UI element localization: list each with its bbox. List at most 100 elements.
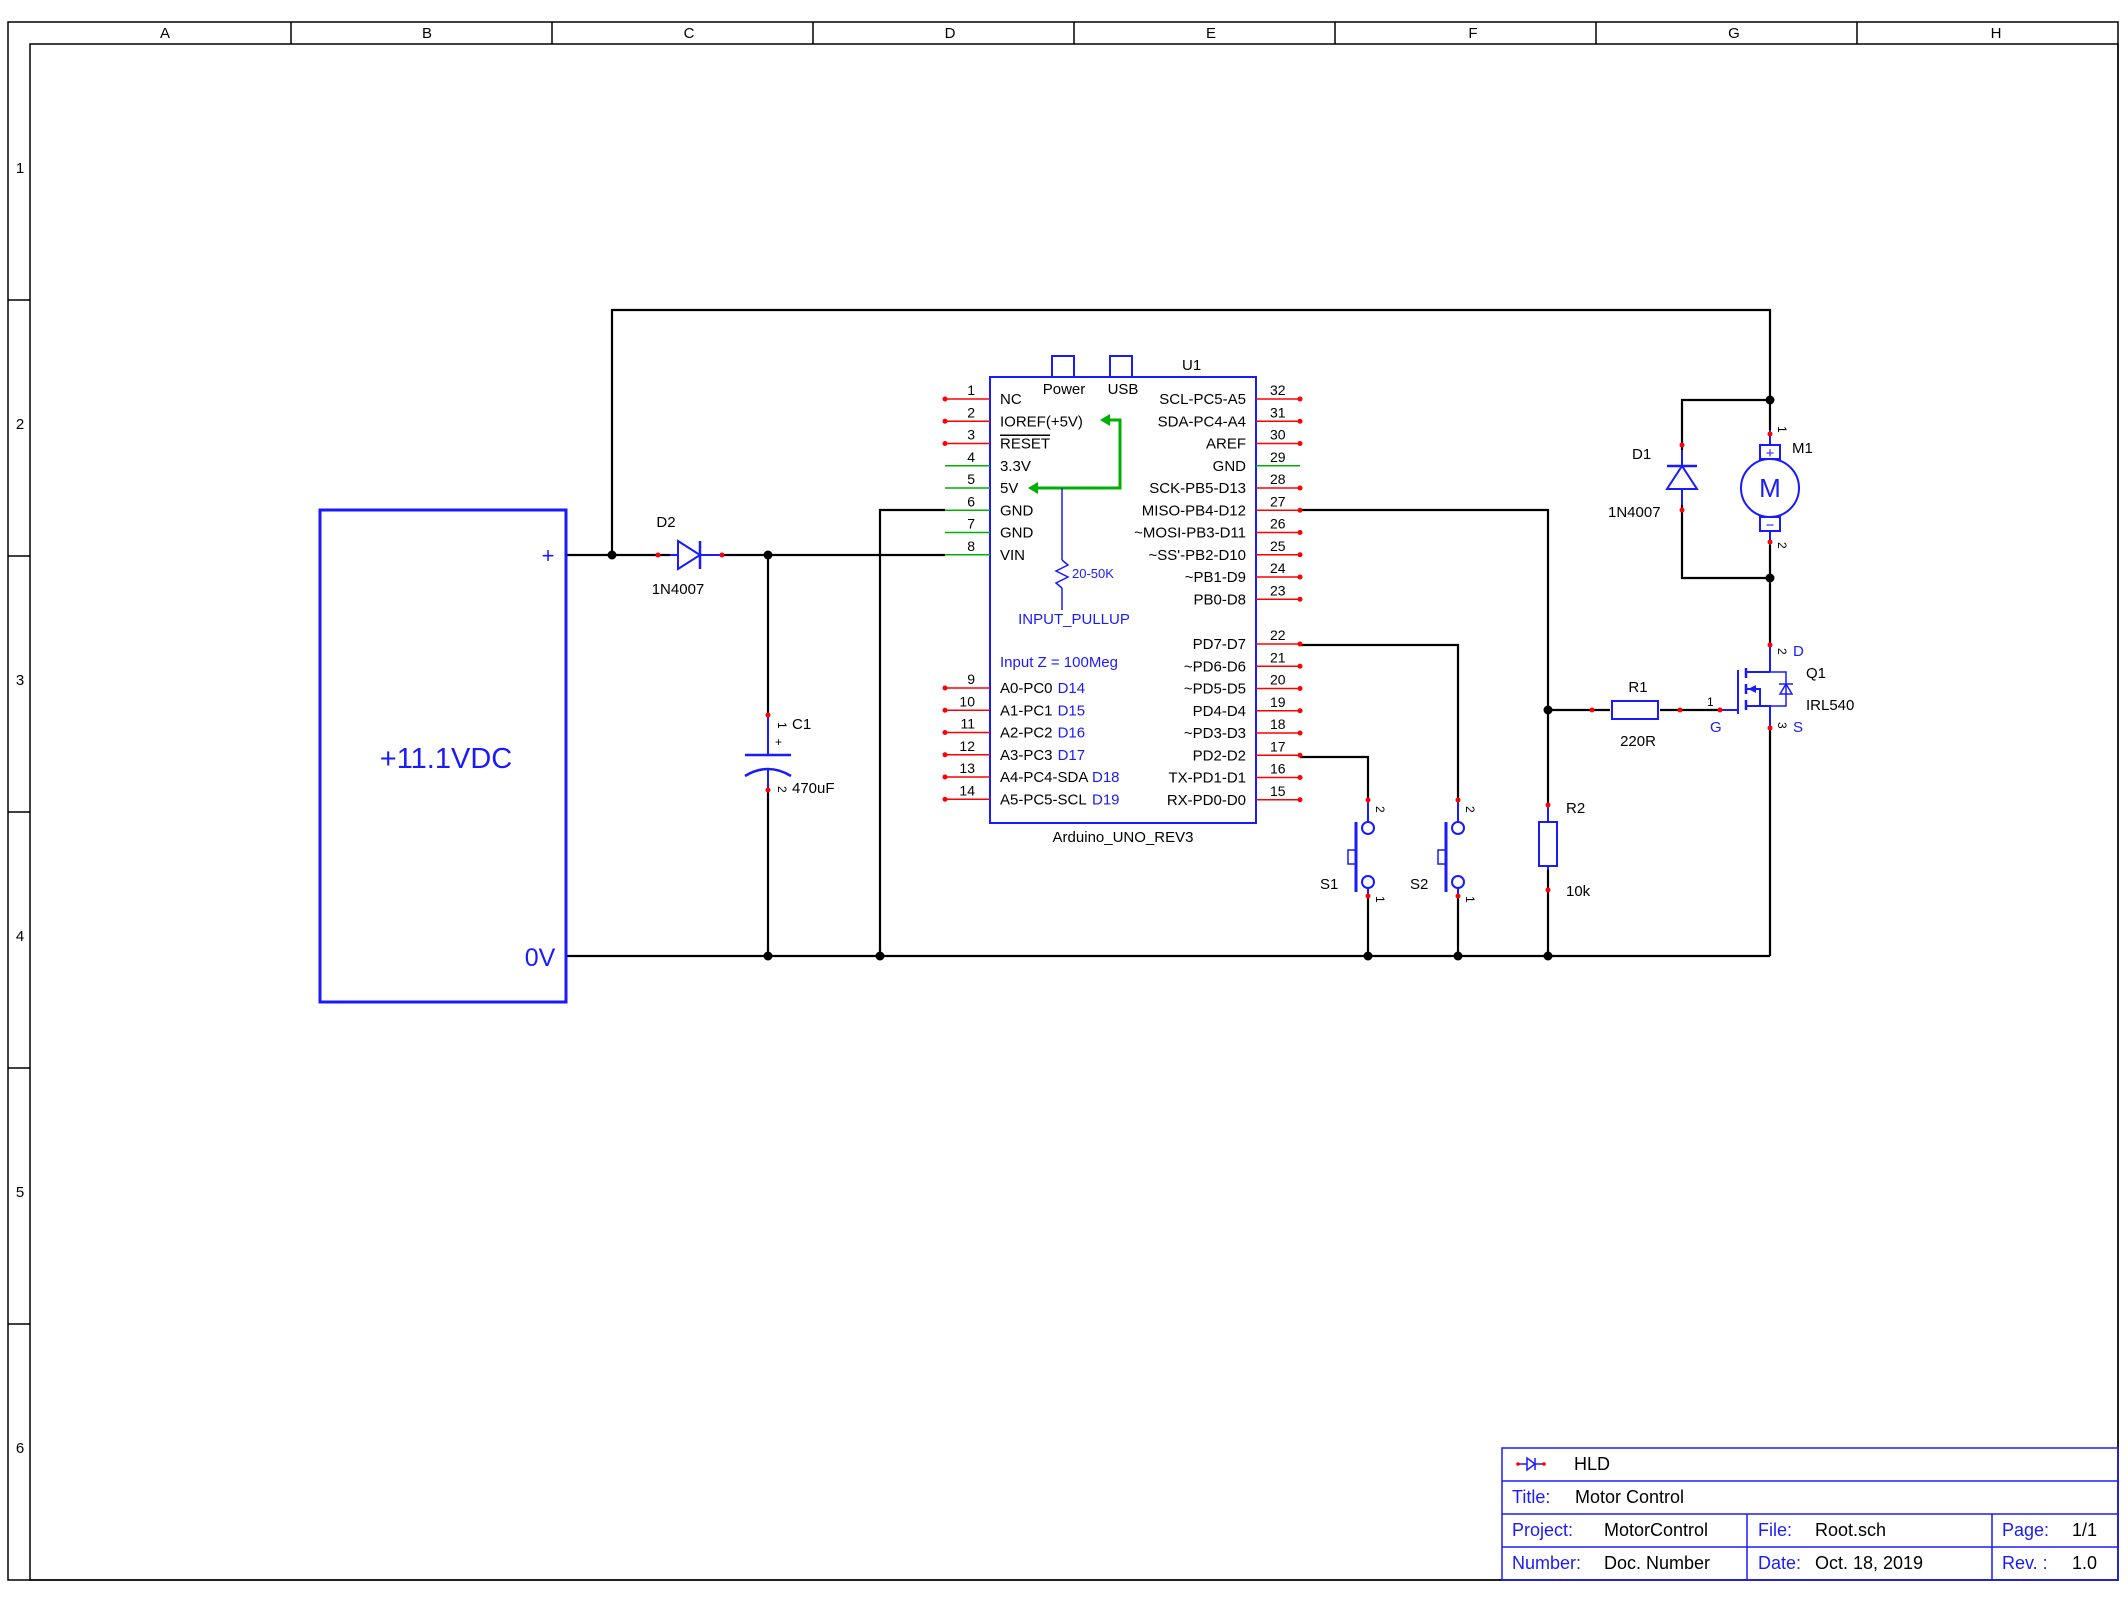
pin-number: 13	[959, 760, 975, 776]
arduino-pin-21[interactable]: 21~PD6-D6	[1184, 649, 1303, 675]
s2-pin2: 2	[1463, 806, 1477, 813]
mosfet-q1[interactable]: 2 3 D G S Q1 IRL540	[1710, 642, 1854, 737]
column-label: E	[1206, 25, 1216, 42]
pin-name: AREF	[1206, 436, 1246, 453]
c1-pin2: 2	[775, 786, 789, 793]
s1-pin2: 2	[1373, 806, 1387, 813]
d1-ref: D1	[1632, 446, 1651, 463]
arduino-pin-1[interactable]: 1NC	[942, 382, 1022, 408]
c1-ref: C1	[792, 716, 811, 733]
pin-digital-alias: D17	[1058, 747, 1086, 764]
pin-dot	[942, 730, 948, 735]
arduino-pin-20[interactable]: 20~PD5-D5	[1184, 672, 1303, 698]
pin-name: 5V	[1000, 480, 1018, 497]
row-label: 2	[16, 416, 24, 433]
pin-dot	[1297, 708, 1303, 714]
arduino-pin-24[interactable]: 24~PB1-D9	[1185, 560, 1303, 586]
pin-name: PB0-D8	[1193, 591, 1246, 608]
pin-dot	[942, 796, 948, 802]
arduino-pin-25[interactable]: 25~SS'-PB2-D10	[1149, 538, 1303, 564]
pin-number: 5	[967, 471, 975, 487]
arduino-pin-18[interactable]: 18~PD3-D3	[1184, 716, 1303, 742]
c1-plate-bottom	[744, 767, 792, 778]
pin-dot	[942, 707, 948, 713]
s2-pin1: 1	[1463, 896, 1477, 903]
arduino-pin-4[interactable]: 43.3V	[945, 449, 1031, 475]
diode-d1[interactable]: D1 1N4007	[1608, 442, 1699, 522]
usb-jack-label: USB	[1108, 381, 1139, 398]
ioref-wire	[1108, 418, 1122, 488]
q1-pin2: 2	[1775, 648, 1789, 655]
pin-dot	[1365, 893, 1371, 899]
arduino-u1[interactable]: Power USB U1 Arduino_UNO_REV3 20-50K INP…	[942, 355, 1303, 846]
power-source[interactable]: +11.1VDC + 0V	[318, 508, 568, 1004]
pin-name: ~PB1-D9	[1185, 569, 1246, 586]
switch-s1[interactable]: 2 1 S1	[1320, 797, 1387, 904]
row-label: 4	[16, 928, 24, 945]
power-jack	[1051, 355, 1075, 378]
pin-dot	[1589, 707, 1595, 713]
pin-dot	[1679, 507, 1685, 513]
resistor-r2[interactable]: R2 10k	[1538, 800, 1591, 900]
number-value: Doc. Number	[1604, 1553, 1710, 1573]
pin-number: 27	[1270, 493, 1286, 509]
pin-dot	[1365, 797, 1371, 803]
power-source-label: +11.1VDC	[380, 743, 512, 775]
motor-m1[interactable]: M + − 1 2 M1	[1740, 426, 1813, 549]
pin-dot	[1297, 574, 1303, 580]
junction-dot	[1363, 951, 1373, 961]
arduino-pin-26[interactable]: 26~MOSI-PB3-D11	[1134, 516, 1303, 542]
q1-body-diode-triangle	[1778, 682, 1794, 695]
resistor-r1[interactable]: R1 220R 1	[1589, 679, 1715, 750]
diode-d2[interactable]: D2 1N4007	[652, 514, 725, 598]
pin-digital-alias: D19	[1092, 791, 1120, 808]
s2-button	[1437, 849, 1447, 865]
arduino-pin-5[interactable]: 5 5V	[945, 471, 1018, 497]
title-block: HLD Title: Motor Control Project: MotorC…	[1501, 1447, 2119, 1581]
title-label: Title:	[1512, 1487, 1550, 1507]
pin-name: ~SS'-PB2-D10	[1149, 547, 1247, 564]
pin-name: TX-PD1-D1	[1168, 770, 1246, 787]
switch-s2[interactable]: 2 1 S2	[1410, 797, 1477, 904]
m1-minus: −	[1766, 517, 1775, 534]
pin-digital-alias: D15	[1058, 702, 1086, 719]
pin-dot	[655, 552, 661, 558]
pin-number: 17	[1270, 738, 1286, 754]
pin-name: RX-PD0-D0	[1167, 792, 1246, 809]
row-label: 3	[16, 672, 24, 689]
pin-number: 22	[1270, 627, 1286, 643]
column-label: D	[945, 25, 956, 42]
pin-dot	[1297, 797, 1303, 803]
capacitor-c1[interactable]: 1 + 2 C1 470uF	[744, 712, 835, 798]
pin-number: 18	[1270, 716, 1286, 732]
q1-value: IRL540	[1806, 697, 1854, 714]
junction-dot	[763, 550, 773, 560]
pin-number: 26	[1270, 516, 1286, 532]
pin-name: 3.3V	[1000, 458, 1031, 475]
pin-dot	[942, 396, 948, 402]
pin-dot	[1297, 641, 1303, 647]
